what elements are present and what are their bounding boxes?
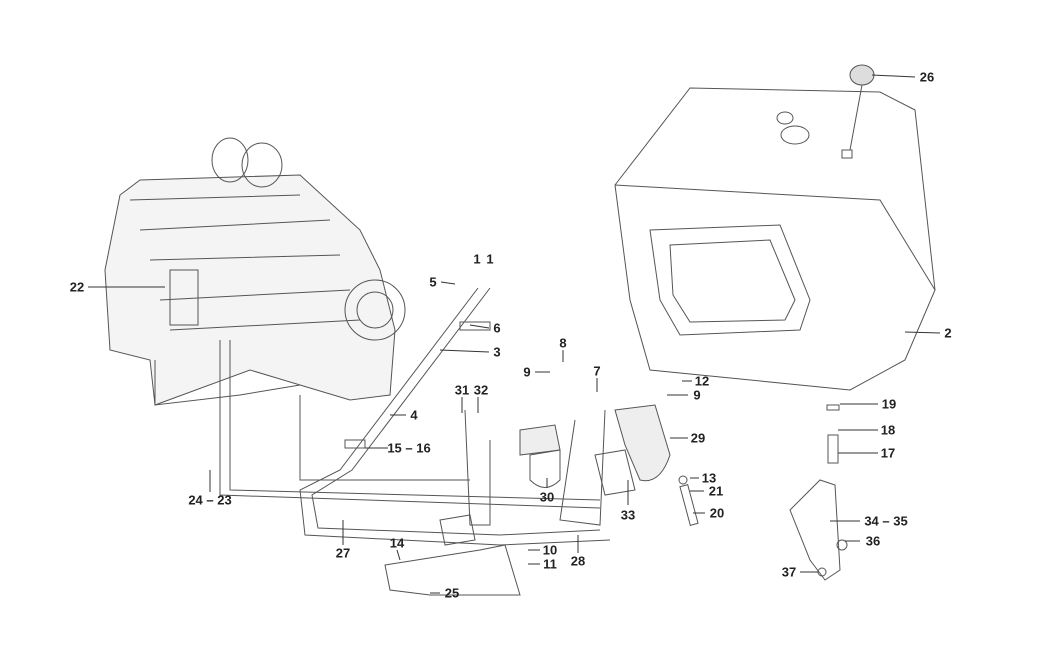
fuel-tank-drawing: [614, 64, 936, 391]
callout-36: 36: [865, 533, 881, 549]
callout-6: 6: [493, 320, 501, 336]
callout-31: 31: [454, 382, 470, 398]
callout-32: 32: [473, 382, 489, 398]
callout-28: 28: [570, 553, 586, 569]
callout-15-16: 15 – 16: [387, 440, 431, 456]
callout-10: 10: [542, 542, 558, 558]
callout-11: 11: [543, 556, 557, 572]
callout-1: 1: [486, 251, 494, 267]
callout-7: 7: [593, 363, 601, 379]
callout-22: 22: [69, 279, 85, 295]
callout-26: 26: [919, 69, 935, 85]
callout-21: 21: [708, 483, 724, 499]
callout-14: 14: [389, 535, 405, 551]
callout-34-35: 34 – 35: [864, 513, 908, 529]
brackets-drawing: [384, 404, 848, 596]
callout-25: 25: [444, 585, 460, 601]
callout-3: 3: [493, 344, 501, 360]
engine-drawing: [104, 137, 406, 406]
callout-29: 29: [690, 430, 706, 446]
callout-5: 5: [429, 274, 437, 290]
callout-9: 9: [693, 387, 701, 403]
callout-19: 19: [881, 396, 897, 412]
filters-drawing: [519, 404, 699, 526]
callout-17: 17: [880, 445, 896, 461]
callout-12: 12: [694, 373, 710, 389]
callout-2: 2: [944, 325, 952, 341]
callout-24-23: 24 – 23: [188, 492, 232, 508]
leader-lines: [88, 74, 941, 594]
fuel-lines-drawing: [219, 287, 611, 546]
callout-27: 27: [335, 545, 351, 561]
callout-13: 13: [701, 470, 717, 486]
callout-37: 37: [781, 564, 797, 580]
callout-9: 9: [523, 364, 531, 380]
callout-30: 30: [539, 489, 555, 505]
callout-33: 33: [620, 507, 636, 523]
callout-1: 1: [473, 251, 481, 267]
callout-20: 20: [709, 505, 725, 521]
callout-4: 4: [410, 407, 418, 423]
callout-18: 18: [880, 422, 896, 438]
callout-8: 8: [559, 335, 567, 351]
